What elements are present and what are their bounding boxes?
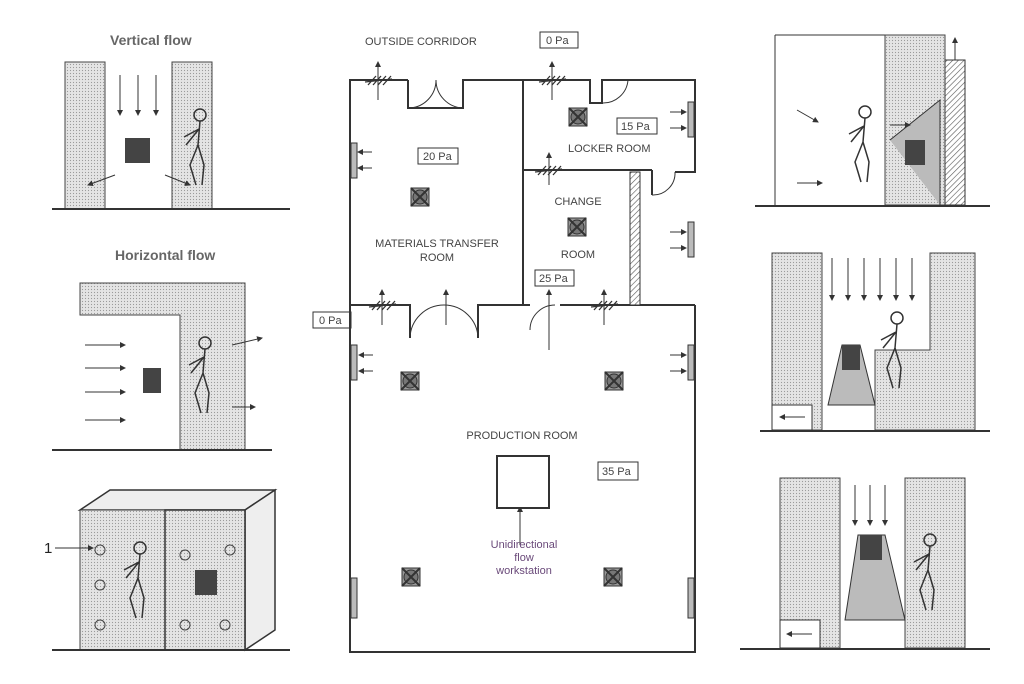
production-pressure: 35 Pa — [602, 466, 632, 478]
workstation-label-1: Unidirectional — [491, 539, 558, 551]
booth-3d-panel: 1 — [44, 488, 290, 652]
change-room-label-1: CHANGE — [554, 196, 601, 208]
right-panel-bottom — [740, 477, 990, 650]
floor-plan: OUTSIDE CORRIDOR 0 Pa 0 Pa 20 Pa MATERIA… — [312, 31, 696, 653]
horizontal-flow-title: Horizontal flow — [115, 247, 215, 263]
workstation-label-3: workstation — [495, 565, 552, 577]
workstation-label-2: flow — [514, 552, 534, 564]
left-pressure: 0 Pa — [319, 315, 343, 327]
unidirectional-workstation — [496, 455, 550, 509]
materials-room-label-2: ROOM — [420, 252, 454, 264]
horizontal-flow-panel: Horizontal flow — [52, 247, 272, 451]
callout-number: 1 — [44, 540, 52, 557]
product-block — [125, 138, 150, 163]
vertical-flow-panel: Vertical flow — [52, 32, 290, 210]
locker-room-label: LOCKER ROOM — [568, 143, 651, 155]
outside-corridor-label: OUTSIDE CORRIDOR — [365, 36, 477, 48]
vertical-flow-title: Vertical flow — [110, 32, 192, 48]
right-panel-middle — [760, 252, 990, 432]
right-panel-top — [755, 34, 990, 207]
change-room-label-2: ROOM — [561, 249, 595, 261]
materials-room-label-1: MATERIALS TRANSFER — [375, 238, 499, 250]
materials-pressure: 20 Pa — [423, 151, 453, 163]
production-room-label: PRODUCTION ROOM — [466, 430, 577, 442]
locker-pressure: 15 Pa — [621, 121, 651, 133]
change-pressure: 25 Pa — [539, 273, 569, 285]
corridor-pressure: 0 Pa — [546, 35, 570, 47]
